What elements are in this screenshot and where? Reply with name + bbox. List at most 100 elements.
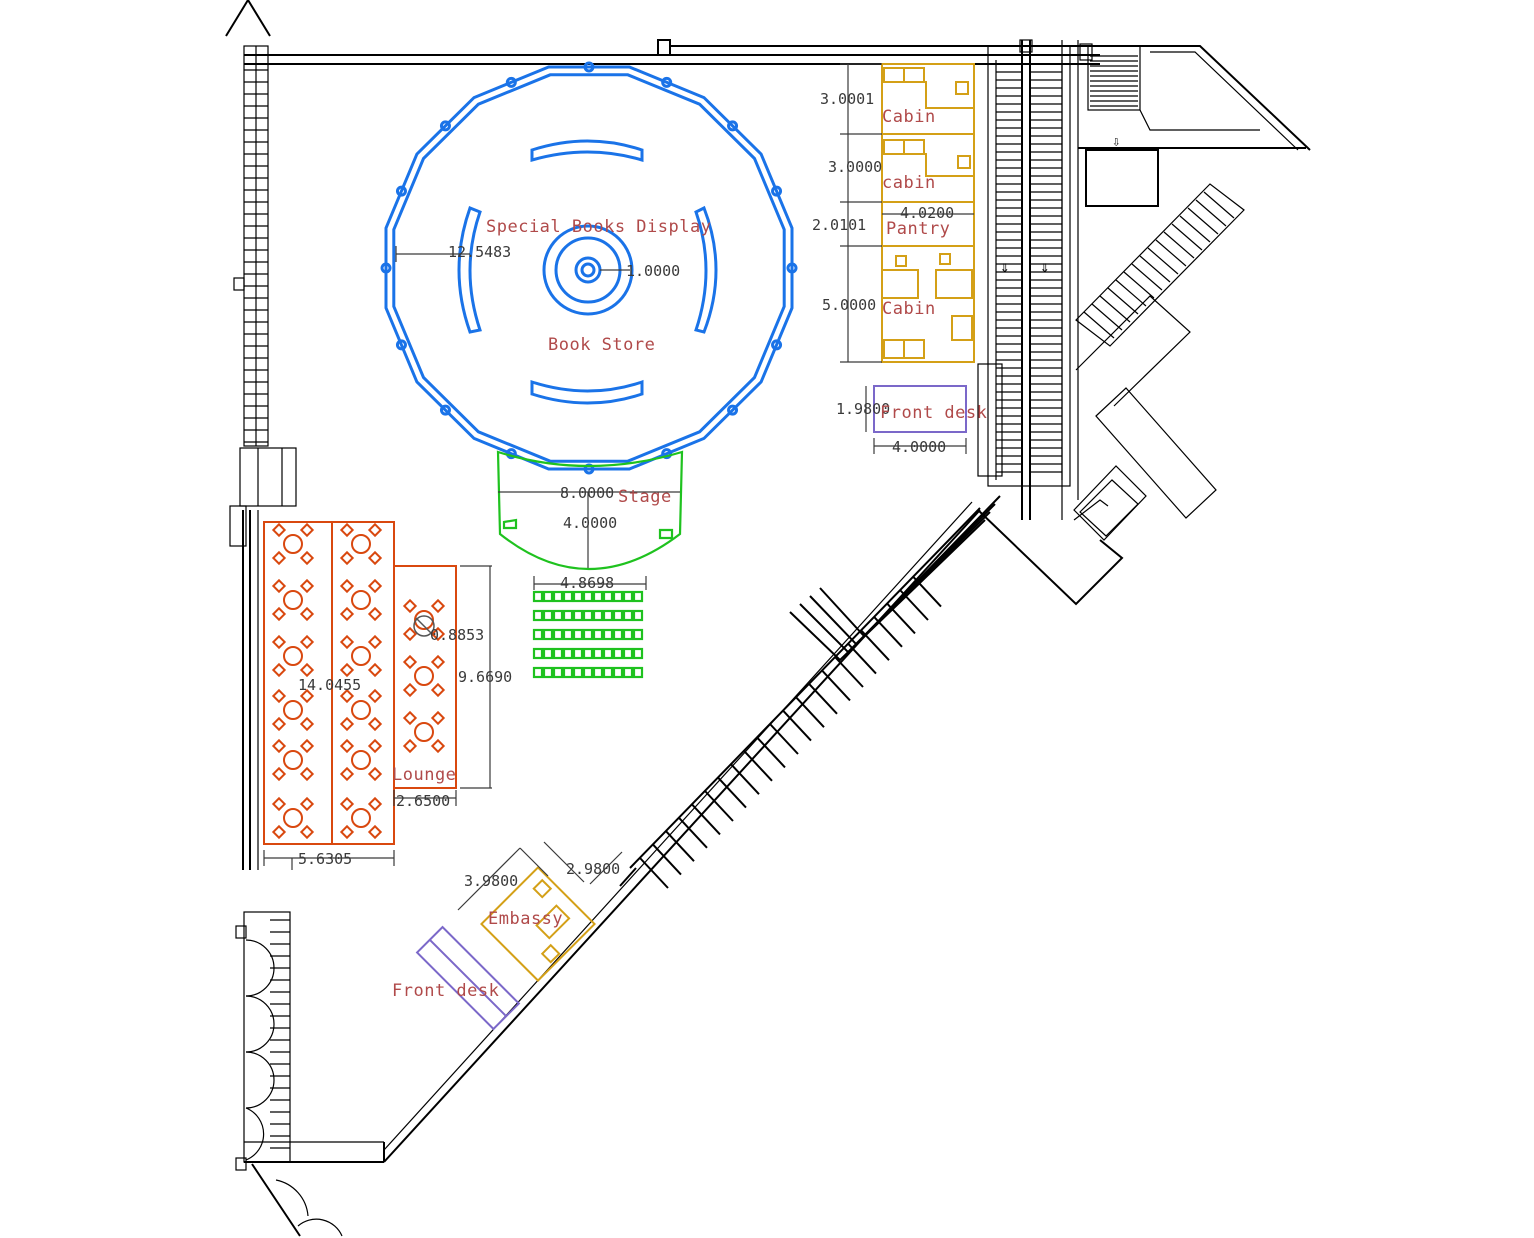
seat (542, 609, 554, 622)
lounge-table (339, 634, 383, 678)
lounge-inner-length-dim: 9.6690 (458, 668, 512, 686)
lounge-table (402, 654, 446, 698)
front-desk-lower: Front desk (392, 925, 521, 1031)
seat (542, 590, 554, 603)
north-arrow-icon (225, 0, 271, 37)
bookstore-column (727, 404, 739, 416)
bookstore-column (771, 339, 783, 351)
bookstore-column (439, 404, 451, 416)
lounge-table (271, 578, 315, 622)
embassy-width-dim: 2.9800 (566, 860, 620, 878)
front-desk-upper-label: Front desk (880, 403, 987, 423)
lounge-table (271, 634, 315, 678)
book-store-label: Book Store (548, 335, 655, 355)
seat (532, 647, 544, 660)
bookstore-column (505, 76, 517, 88)
bookstore-column (583, 61, 595, 73)
seat (632, 609, 644, 622)
lounge-table (271, 688, 315, 732)
bookstore-column (661, 76, 673, 88)
seat (592, 609, 604, 622)
seat (612, 609, 624, 622)
seat (632, 628, 644, 641)
cabin-2-dim: 3.0000 (828, 158, 882, 176)
seat (552, 628, 564, 641)
lounge-table (402, 710, 446, 754)
lounge-table (339, 522, 383, 566)
seat (622, 590, 634, 603)
special-books-display-label: Special Books Display (486, 217, 711, 237)
seat (562, 647, 574, 660)
audience-seating: 4.8698 (532, 574, 647, 679)
bookstore-column (439, 120, 451, 132)
seat (572, 590, 584, 603)
seat (542, 666, 554, 679)
arrow-down-icon: ⇩ (1112, 134, 1120, 150)
seat (602, 647, 614, 660)
seat (622, 628, 634, 641)
seat (532, 628, 544, 641)
seat (552, 609, 564, 622)
seat (622, 666, 634, 679)
seat (592, 647, 604, 660)
center-radius-dim: 1.0000 (626, 262, 680, 280)
seat (602, 609, 614, 622)
embassy-label: Embassy (488, 909, 563, 929)
cabins-width-dim: 4.0200 (900, 204, 954, 222)
arrow-down-icon: ⇓ (1000, 257, 1010, 276)
seat (562, 590, 574, 603)
lounge-table (339, 796, 383, 840)
seat (572, 628, 584, 641)
arrow-down-icon: ⇓ (1040, 257, 1050, 276)
seat (632, 666, 644, 679)
bookstore-column (661, 448, 673, 460)
lounge-width-dim: 5.6305 (298, 850, 352, 868)
lounge-table (271, 796, 315, 840)
bookstore-column (771, 185, 783, 197)
lounge-table (271, 522, 315, 566)
lounge-table (271, 738, 315, 782)
seat (532, 590, 544, 603)
seat (542, 628, 554, 641)
bookstore-column (380, 262, 392, 274)
seat (632, 647, 644, 660)
seat (602, 666, 614, 679)
pantry-label: Pantry (886, 219, 950, 239)
cabin-3-label: Cabin (882, 299, 936, 319)
seat (572, 647, 584, 660)
front-desk-width-dim: 4.0000 (892, 438, 946, 456)
seat (552, 647, 564, 660)
stair-block: ⇩ (1073, 45, 1311, 541)
table-size-dim: 0.8853 (430, 626, 484, 644)
lounge: 0.8853 14.0455 9.6690 Lounge 2.6500 5.63… (263, 521, 512, 870)
embassy: 3.9800 2.9800 Embassy (457, 841, 623, 982)
seat (542, 647, 554, 660)
front-desk-depth-dim: 1.9800 (836, 400, 890, 418)
seat (532, 609, 544, 622)
lounge-table (339, 578, 383, 622)
cabin-3-dim: 5.0000 (822, 296, 876, 314)
seat (612, 628, 624, 641)
diagonal-steps (619, 495, 1001, 889)
seat (602, 628, 614, 641)
seat (582, 628, 594, 641)
seat (572, 609, 584, 622)
cabin-1-label: Cabin (882, 107, 936, 127)
seat (532, 666, 544, 679)
lounge-inner-width-dim: 2.6500 (396, 792, 450, 810)
seat (612, 590, 624, 603)
seat (552, 590, 564, 603)
book-store: Special Books Display Book Store 12.5483… (380, 61, 798, 475)
seat (602, 590, 614, 603)
bookstore-column (727, 120, 739, 132)
bookstore-radius-dim: 12.5483 (448, 243, 511, 261)
front-desk-upper: 1.9800 Front desk 4.0000 (836, 385, 987, 456)
embassy-depth-dim: 3.9800 (464, 872, 518, 890)
cabin-2-label: cabin (882, 173, 936, 193)
seat (612, 666, 624, 679)
outer-walls (229, 39, 1140, 1237)
cabins: Cabin cabin Pantry Cabin 3.0001 3.0000 2… (812, 63, 975, 363)
stage-width-dim: 8.0000 (560, 484, 614, 502)
seat (582, 590, 594, 603)
